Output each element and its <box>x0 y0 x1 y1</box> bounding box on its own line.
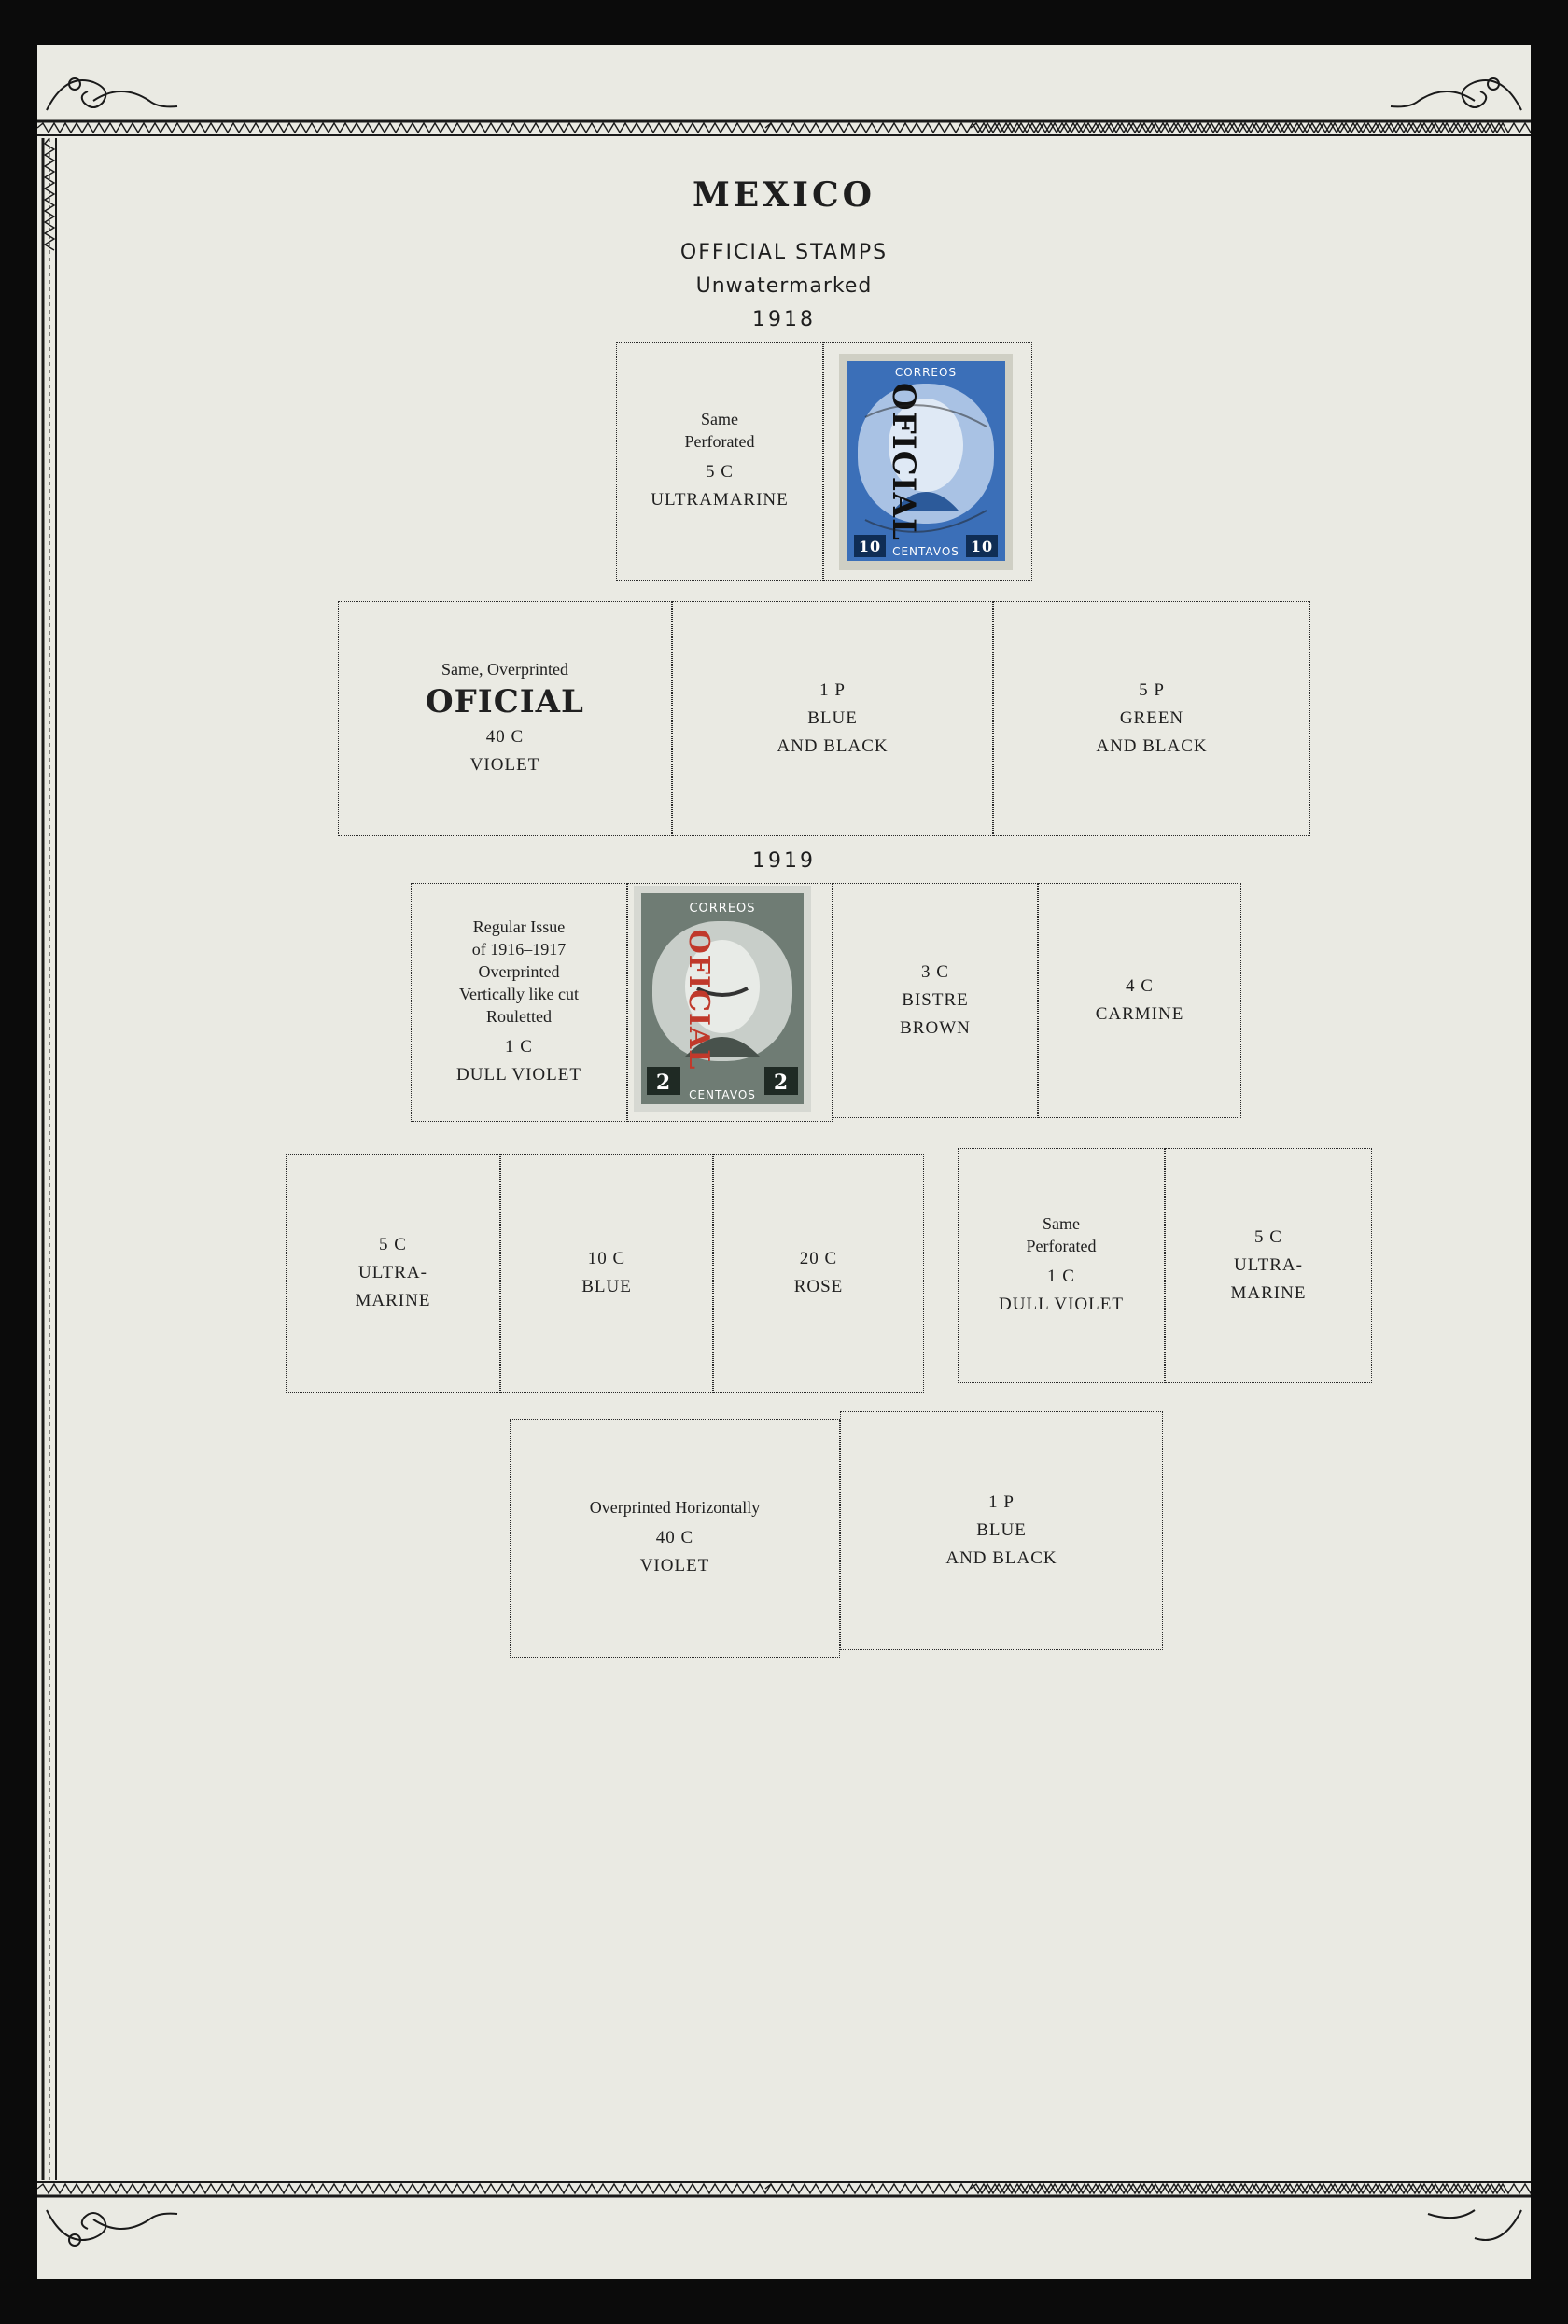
space-caption: of 1916–1917 <box>471 940 567 959</box>
denomination: 4 C <box>1126 976 1154 996</box>
stamp-color: ULTRAMARINE <box>651 490 789 510</box>
stamp-space-1919-horiz-40c[interactable]: Overprinted Horizontally 40 C VIOLET <box>510 1419 840 1658</box>
stamp-color: GREEN <box>1119 708 1184 728</box>
stamp-color: DULL VIOLET <box>999 1295 1124 1314</box>
stamp-color: VIOLET <box>469 755 540 775</box>
space-caption: Vertically like cut <box>459 985 579 1003</box>
stamp-bottom-text: CENTAVOS <box>892 545 959 558</box>
denomination: 40 C <box>485 727 525 747</box>
stamp-color: BISTRE <box>902 990 969 1010</box>
stamp-color: AND BLACK <box>777 736 889 756</box>
stamp-color: ULTRA- <box>1234 1255 1303 1275</box>
page-border-ornament <box>37 77 1531 2247</box>
space-caption: Perforated <box>1026 1237 1097 1255</box>
space-caption: Perforated <box>684 432 755 451</box>
denomination: 5 C <box>379 1235 407 1254</box>
stamp-color: CARMINE <box>1095 1004 1184 1024</box>
stamp-top-text: CORREOS <box>689 902 755 916</box>
denomination: 1 C <box>505 1037 533 1057</box>
stamp-color: ROSE <box>793 1277 844 1296</box>
denomination: 5 C <box>1254 1227 1282 1247</box>
denomination: 40 C <box>655 1528 694 1547</box>
stamp-space-1919-10c[interactable]: 10 C BLUE <box>500 1154 713 1393</box>
stamp-denom-left: 2 <box>656 1071 671 1095</box>
stamp-color: AND BLACK <box>945 1548 1057 1568</box>
page-title: MEXICO <box>692 175 876 215</box>
stamp-color: BLUE <box>581 1277 632 1296</box>
stamp-10-centavos-oficial[interactable]: 10 10 CORREOS CENTAVOS OFICIAL <box>837 352 1015 572</box>
denomination: 1 P <box>819 680 846 700</box>
stamp-denom-left: 10 <box>859 538 881 555</box>
stamp-overprint: OFICIAL <box>682 930 715 1071</box>
stamp-overprint: OFICIAL <box>885 383 922 541</box>
denomination: 5 C <box>706 462 734 482</box>
space-caption: Same, Overprinted <box>441 660 568 679</box>
stamp-space-1918-perf-5c[interactable]: Same Perforated 5 C ULTRAMARINE <box>616 342 823 581</box>
stamp-color: MARINE <box>1230 1283 1307 1303</box>
stamp-2-centavos-oficial[interactable]: 2 2 CORREOS CENTAVOS OFICIAL <box>632 884 813 1113</box>
stamp-color: AND BLACK <box>1096 736 1208 756</box>
stamp-color: DULL VIOLET <box>456 1065 581 1085</box>
space-caption: Regular Issue <box>472 917 566 936</box>
stamp-color: MARINE <box>355 1291 431 1310</box>
space-caption: Same <box>701 410 738 428</box>
year-1919: 1919 <box>752 849 816 873</box>
stamp-denom-right: 2 <box>774 1071 789 1095</box>
denomination: 1 P <box>988 1492 1015 1512</box>
stamp-denom-right: 10 <box>971 538 993 555</box>
stamp-color: BLUE <box>807 708 858 728</box>
section-title: OFFICIAL STAMPS <box>679 241 889 264</box>
stamp-bottom-text: CENTAVOS <box>689 1088 756 1101</box>
space-caption: Rouletted <box>486 1007 552 1026</box>
watermark-note: Unwatermarked <box>695 274 873 298</box>
stamp-color: VIOLET <box>639 1556 710 1575</box>
overprint-sample: OFICIAL <box>426 683 584 721</box>
stamp-space-1919-5c[interactable]: 5 C ULTRA- MARINE <box>286 1154 500 1393</box>
stamp-color: BLUE <box>976 1520 1027 1540</box>
stamp-space-1919-perf-5c[interactable]: 5 C ULTRA- MARINE <box>1165 1148 1372 1383</box>
stamp-space-1919-3c[interactable]: 3 C BISTRE BROWN <box>833 883 1038 1118</box>
stamp-color: BROWN <box>900 1018 971 1038</box>
album-page: MEXICO OFFICIAL STAMPS Unwatermarked 191… <box>37 45 1531 2279</box>
denomination: 1 C <box>1047 1267 1075 1286</box>
stamp-color: ULTRA- <box>358 1263 427 1282</box>
year-1918: 1918 <box>752 308 816 331</box>
stamp-space-1919-perf-1c[interactable]: Same Perforated 1 C DULL VIOLET <box>958 1148 1165 1383</box>
stamp-space-1918-oficial-40c[interactable]: Same, Overprinted OFICIAL 40 C VIOLET <box>338 601 672 836</box>
stamp-space-1918-5p[interactable]: 5 P GREEN AND BLACK <box>993 601 1310 836</box>
stamp-space-1919-20c[interactable]: 20 C ROSE <box>713 1154 924 1393</box>
stamp-space-1919-4c[interactable]: 4 C CARMINE <box>1038 883 1241 1118</box>
stamp-space-1919-1c[interactable]: Regular Issue of 1916–1917 Overprinted V… <box>411 883 627 1122</box>
denomination: 3 C <box>921 962 949 982</box>
denomination: 10 C <box>587 1249 626 1268</box>
denomination: 20 C <box>799 1249 838 1268</box>
stamp-space-1918-10c[interactable]: 10 10 CORREOS CENTAVOS OFICIAL <box>823 342 1032 581</box>
stamp-space-1919-horiz-1p[interactable]: 1 P BLUE AND BLACK <box>840 1411 1163 1650</box>
stamp-space-1918-1p[interactable]: 1 P BLUE AND BLACK <box>672 601 993 836</box>
denomination: 5 P <box>1139 680 1165 700</box>
space-caption: Overprinted <box>478 962 560 981</box>
space-caption: Overprinted Horizontally <box>589 1498 761 1517</box>
space-caption: Same <box>1043 1214 1080 1233</box>
stamp-space-1919-2c[interactable]: 2 2 CORREOS CENTAVOS OFICIAL <box>627 883 833 1122</box>
stamp-top-text: CORREOS <box>895 366 957 379</box>
